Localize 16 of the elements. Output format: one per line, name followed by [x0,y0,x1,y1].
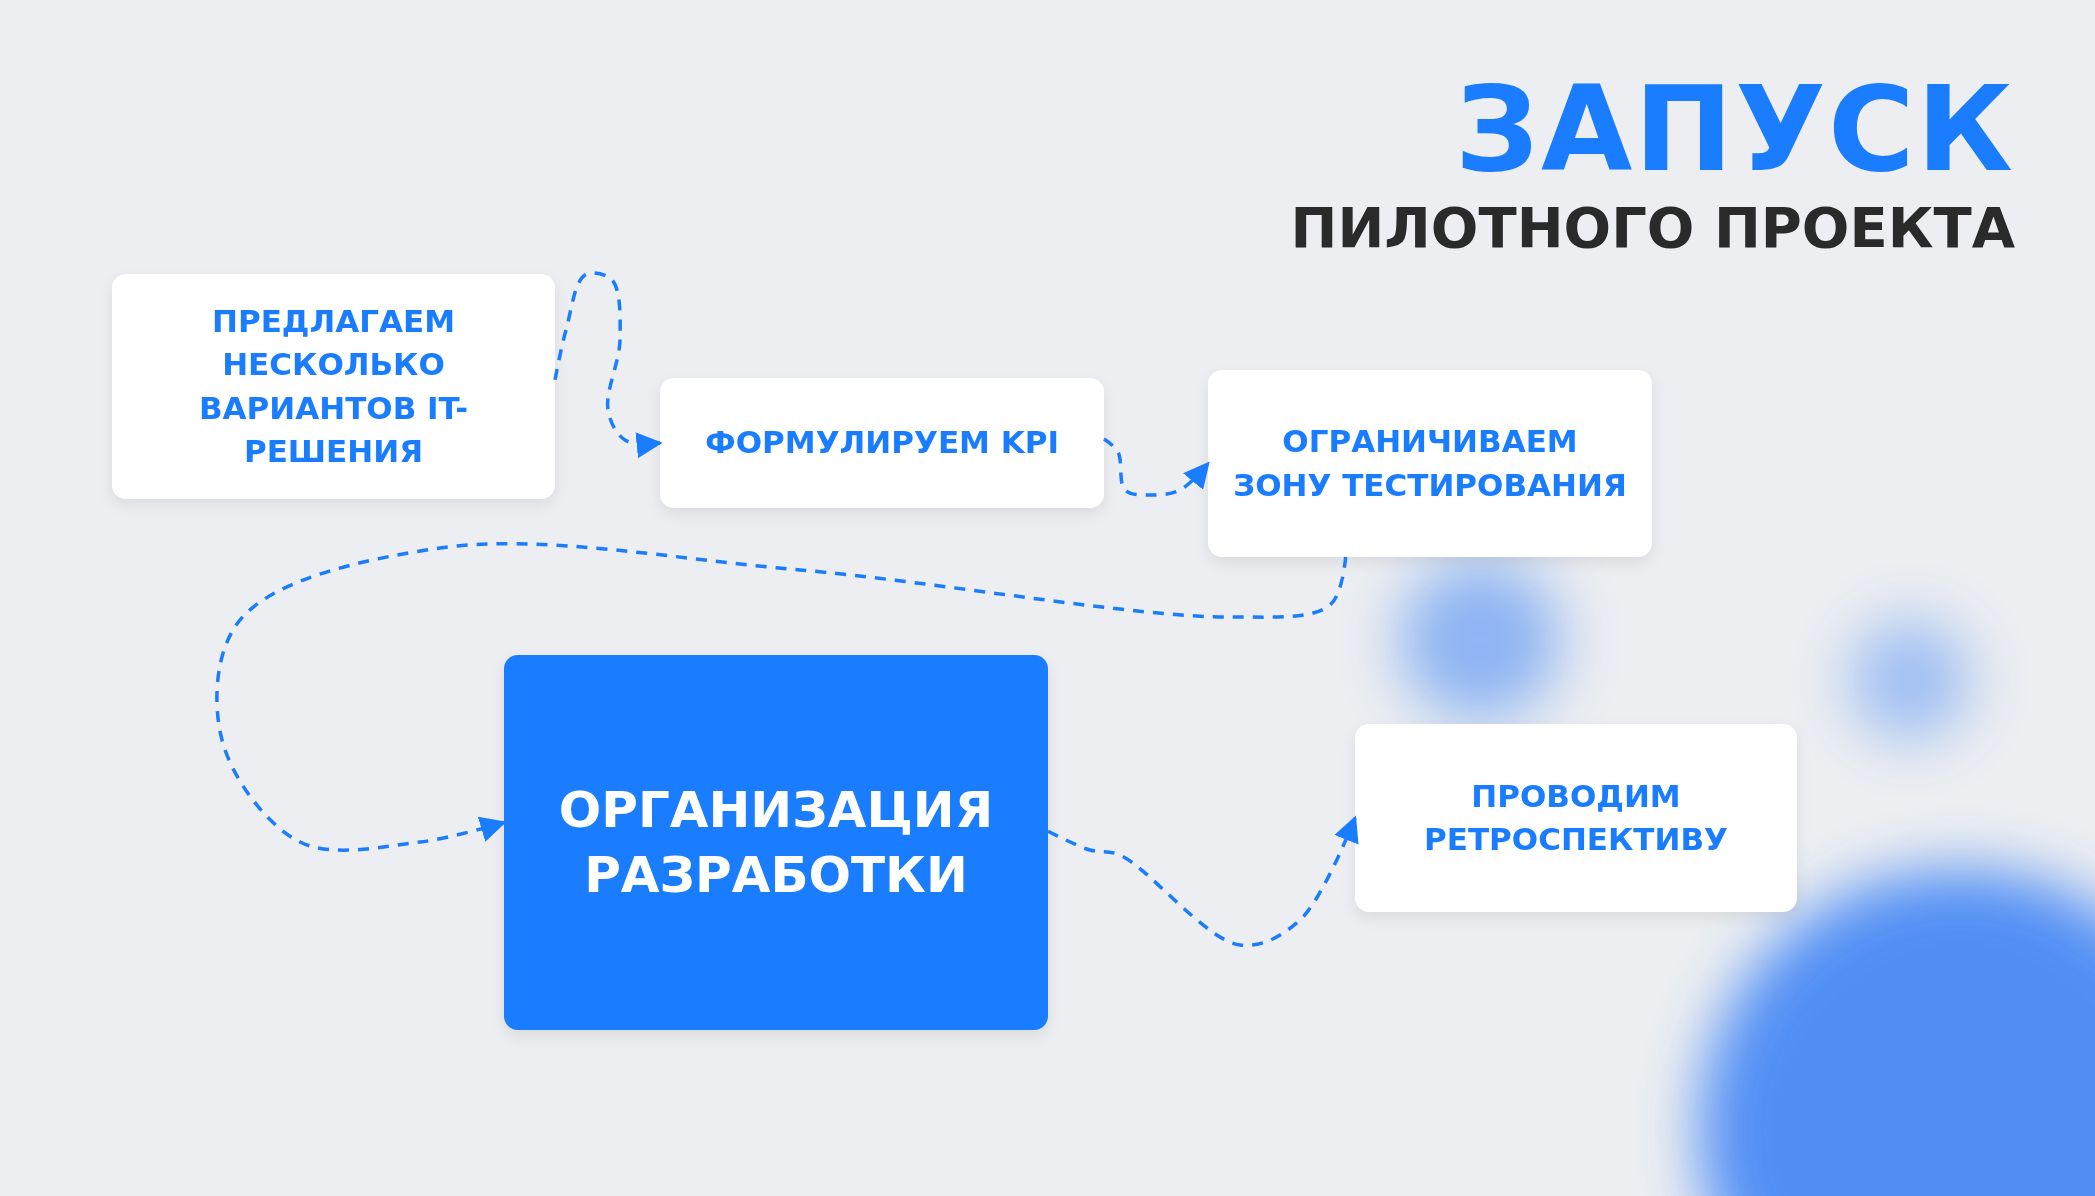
step-box [112,274,555,499]
dashed-arrow [215,542,1348,852]
step-text: ПРЕДЛАГАЕМ НЕСКОЛЬКО ВАРИАНТОВ IT-РЕШЕНИЯ [197,301,470,471]
dashed-arrow [553,271,663,459]
dashed-arrow [1047,815,1359,948]
dashed-arrow [1103,437,1210,497]
step-text: ФОРМУЛИРУЕМ KPI [704,423,1060,463]
step-text: ОРГАНИЗАЦИЯ РАЗРАБОТКИ [557,779,995,906]
highlighted-step-box [504,655,1048,1030]
step-box [660,378,1104,508]
subtitle: ПИЛОТНОГО ПРОЕКТА [1290,200,2015,256]
step-text: ПРОВОДИМ РЕТРОСПЕКТИВУ [1423,776,1729,859]
step-box [1208,370,1652,557]
step-text: ОГРАНИЧИВАЕМ ЗОНУ ТЕСТИРОВАНИЯ [1232,422,1628,505]
title: ЗАПУСК [1455,70,2015,188]
step-box [1355,724,1797,912]
